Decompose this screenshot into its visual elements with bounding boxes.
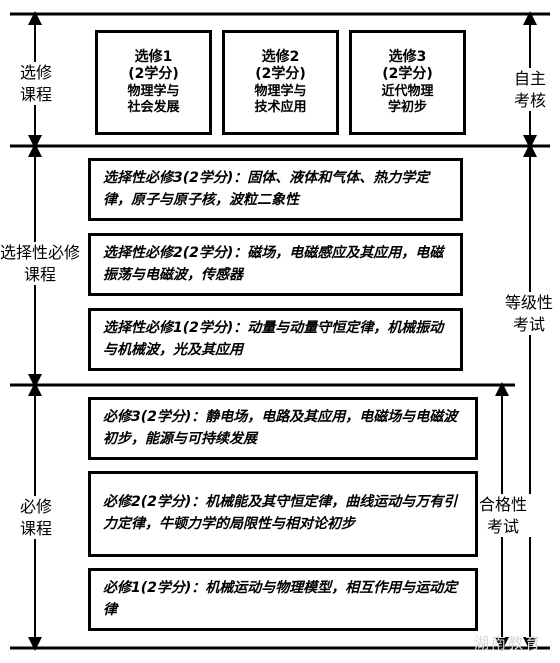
elective-box-1-title: 选修1 xyxy=(134,48,173,65)
selective-required-box-1-text: 选择性必修1(2学分)：动量与动量守恒定律，机械振动与机械波，光及其应用 xyxy=(103,319,444,358)
label-qualification-exam: 合格性 考试 xyxy=(474,494,532,538)
label-level-exam-line1: 等级性 xyxy=(504,293,553,312)
elective-box-1-content-line2: 社会发展 xyxy=(127,100,180,115)
label-autonomous-line1: 自主 xyxy=(513,69,546,88)
elective-box-2-title: 选修2 xyxy=(261,48,300,65)
label-level-exam: 等级性 考试 xyxy=(500,292,558,336)
label-autonomous-line2: 考核 xyxy=(513,90,546,110)
label-autonomous-assessment: 自主 考核 xyxy=(506,68,554,112)
elective-box-3-credit: (2学分) xyxy=(382,66,433,83)
elective-box-1: 选修1 (2学分) 物理学与 社会发展 xyxy=(95,30,212,135)
label-elective-line2: 课程 xyxy=(19,84,52,104)
label-required: 必修 课程 xyxy=(12,496,60,540)
label-selective-required: 选择性必修 课程 xyxy=(0,242,81,286)
label-level-exam-line2: 考试 xyxy=(512,314,545,334)
required-box-2: 必修2(2学分)：机械能及其守恒定律，曲线运动与万有引力定律，牛顿力学的局限性与… xyxy=(88,471,478,557)
elective-box-3-content-line1: 近代物理 xyxy=(381,83,434,99)
required-box-3-text: 必修3(2学分)：静电场，电路及其应用，电磁场与电磁波初步，能源与可持续发展 xyxy=(103,408,458,447)
elective-box-1-content-line1: 物理学与 xyxy=(127,83,180,99)
label-selective-line1: 选择性必修 xyxy=(0,243,81,262)
elective-box-3: 选修3 (2学分) 近代物理 学初步 xyxy=(349,30,466,135)
elective-box-2-credit: (2学分) xyxy=(255,66,306,83)
selective-required-box-2-text: 选择性必修2(2学分)：磁场，电磁感应及其应用，电磁振荡与电磁波，传感器 xyxy=(103,244,444,283)
required-box-2-text: 必修2(2学分)：机械能及其守恒定律，曲线运动与万有引力定律，牛顿力学的局限性与… xyxy=(103,494,458,532)
elective-box-2: 选修2 (2学分) 物理学与 技术应用 xyxy=(222,30,339,135)
label-selective-line2: 课程 xyxy=(23,264,56,284)
elective-box-3-content-line2: 学初步 xyxy=(387,100,427,115)
selective-required-box-2: 选择性必修2(2学分)：磁场，电磁感应及其应用，电磁振荡与电磁波，传感器 xyxy=(88,233,463,296)
elective-box-2-content-line2: 技术应用 xyxy=(254,100,307,115)
label-required-line2: 课程 xyxy=(19,518,52,538)
label-elective-line1: 选修 xyxy=(19,63,52,82)
elective-box-1-credit: (2学分) xyxy=(128,66,179,83)
label-required-line1: 必修 xyxy=(19,497,52,516)
required-box-3: 必修3(2学分)：静电场，电路及其应用，电磁场与电磁波初步，能源与可持续发展 xyxy=(88,397,478,460)
required-box-1-text: 必修1(2学分)：机械运动与物理模型，相互作用与运动定律 xyxy=(103,579,458,618)
elective-box-2-content-line1: 物理学与 xyxy=(254,83,307,99)
selective-required-box-1: 选择性必修1(2学分)：动量与动量守恒定律，机械振动与机械波，光及其应用 xyxy=(88,308,463,371)
label-qualification-line2: 考试 xyxy=(486,516,519,536)
label-qualification-line1: 合格性 xyxy=(478,495,527,514)
required-box-1: 必修1(2学分)：机械运动与物理模型，相互作用与运动定律 xyxy=(88,568,478,631)
watermark-text: 湖南教育 xyxy=(473,634,542,652)
elective-box-3-title: 选修3 xyxy=(388,48,427,65)
selective-required-box-3-text: 选择性必修3(2学分)：固体、液体和气体、热力学定律，原子与原子核，波粒二象性 xyxy=(103,169,430,208)
selective-required-box-3: 选择性必修3(2学分)：固体、液体和气体、热力学定律，原子与原子核，波粒二象性 xyxy=(88,158,463,221)
label-elective: 选修 课程 xyxy=(12,62,60,106)
